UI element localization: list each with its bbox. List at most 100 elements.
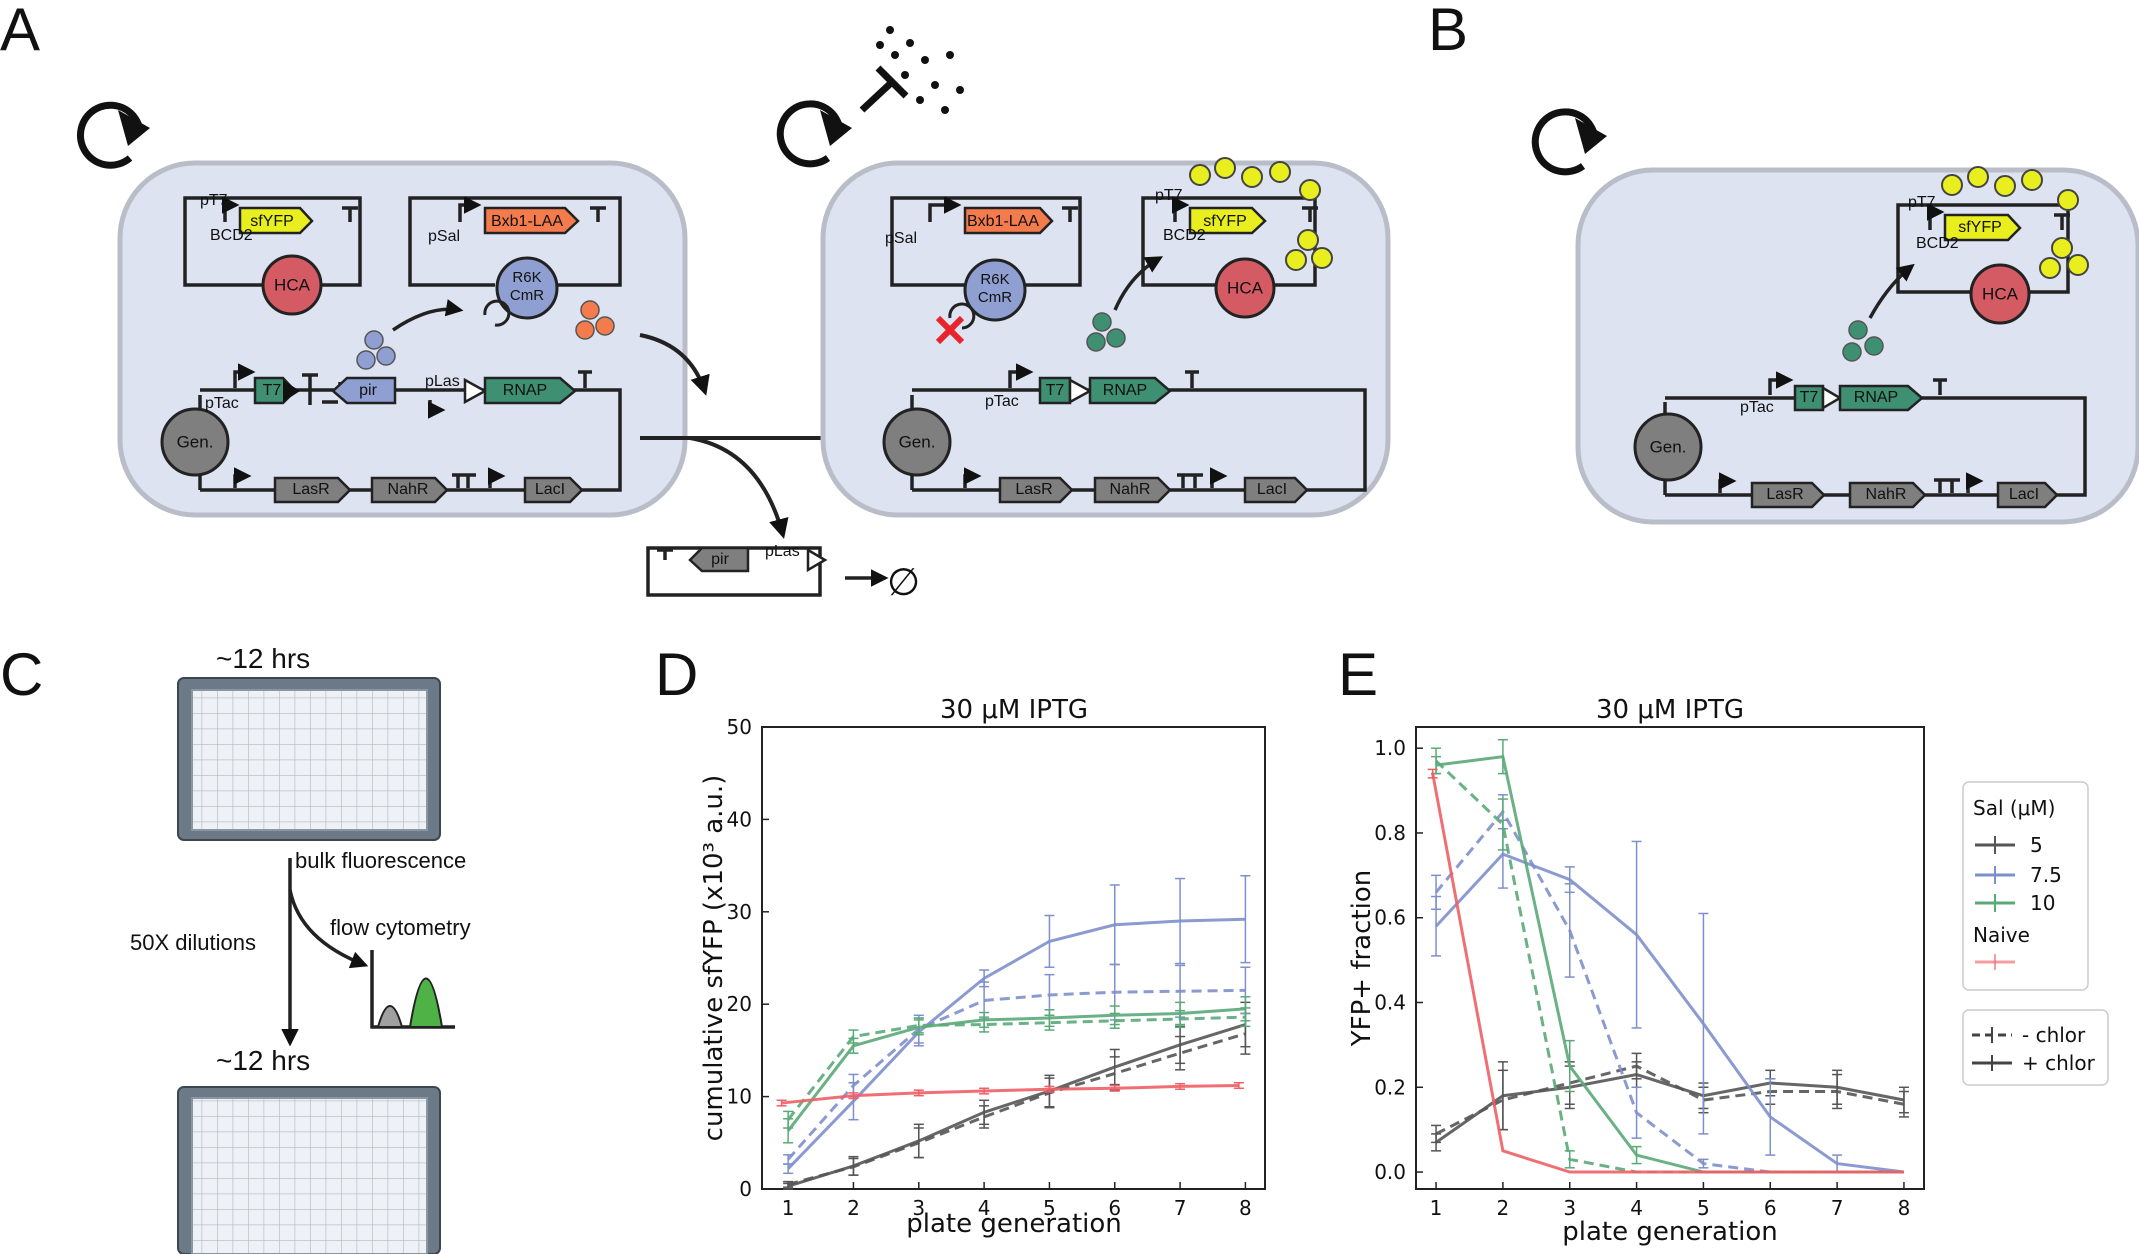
r6k-label: R6K bbox=[512, 269, 541, 286]
chart-e-ytick-label: 0.4 bbox=[1374, 991, 1406, 1015]
plas-label: pLas bbox=[425, 373, 460, 390]
laci-gene-label: LacI bbox=[535, 481, 565, 498]
legend-chlor: - chlor + chlor bbox=[1962, 1009, 2109, 1086]
chart-d-xtick-label: 6 bbox=[1108, 1196, 1121, 1220]
chart-d-xtick-label: 4 bbox=[978, 1196, 991, 1220]
chart-d-series-2-line bbox=[787, 917, 1246, 1170]
yfp-molecules-b bbox=[1941, 166, 2089, 279]
chart-e-xtick-label: 4 bbox=[1630, 1196, 1643, 1220]
yfp-molecules bbox=[1189, 157, 1333, 271]
chart-e-ytick-label: 0.0 bbox=[1374, 1160, 1406, 1184]
nahr-gene-label-2: NahR bbox=[1110, 481, 1151, 498]
chart-d-series-1-line bbox=[787, 1032, 1246, 1186]
chart-d-xtick-label: 1 bbox=[782, 1196, 795, 1220]
chart-d-xtick-label: 2 bbox=[847, 1196, 860, 1220]
chart-e-xtick-label: 2 bbox=[1497, 1196, 1510, 1220]
chart-d-ytick-label: 50 bbox=[727, 715, 752, 739]
legend-naive-title: Naive bbox=[1973, 923, 2030, 947]
chart-d-series-6-line bbox=[781, 1084, 1239, 1105]
chart-d-xtick-label: 7 bbox=[1174, 1196, 1187, 1220]
chart-e-ytick-label: 0.8 bbox=[1374, 821, 1406, 845]
rnap-gene-label: RNAP bbox=[503, 382, 547, 399]
panel-letter-c: C bbox=[0, 641, 43, 708]
chloramphenicol-dots bbox=[876, 26, 964, 114]
legend-sal-item-5: 5 bbox=[2030, 833, 2043, 857]
bxb1-gene-label: Bxb1-LAA bbox=[491, 213, 563, 230]
arrow-a-orange bbox=[639, 333, 710, 396]
lasr-gene-label-3: LasR bbox=[1766, 486, 1803, 503]
chart-d-series-3-line bbox=[787, 988, 1246, 1161]
legend-minus-chlor: - chlor bbox=[2022, 1023, 2086, 1047]
pt7-label-3: pT7 bbox=[1908, 194, 1936, 211]
chart-e-xtick-label: 8 bbox=[1898, 1196, 1911, 1220]
t7-gene-label-3: T7 bbox=[1800, 389, 1819, 406]
ptac-label-2: pTac bbox=[985, 393, 1019, 410]
panel-letter-b: B bbox=[1428, 0, 1468, 63]
ptac-label: pTac bbox=[205, 395, 239, 412]
bcd2-label-3: BCD2 bbox=[1916, 235, 1959, 252]
excised-plasmid: pir pLas ∅ bbox=[646, 543, 920, 604]
legend-sal: Sal (μM) 5 7.5 10 Naive bbox=[1962, 781, 2089, 991]
panel-a-cell-2: R6K CmR Bxb1-LAA pSal HCA sfYFP pT7 BCD2… bbox=[776, 26, 1391, 518]
null-symbol: ∅ bbox=[887, 562, 920, 604]
chart-e-xtick-label: 6 bbox=[1764, 1196, 1777, 1220]
pt7-label-2: pT7 bbox=[1155, 187, 1183, 204]
gen-label: Gen. bbox=[177, 432, 214, 451]
nahr-gene-label-3: NahR bbox=[1866, 486, 1907, 503]
chart-e-xtick-label: 1 bbox=[1430, 1196, 1443, 1220]
cmr-label: CmR bbox=[510, 287, 544, 304]
chart-e-frame bbox=[1415, 726, 1925, 1190]
cycle-arrow-icon-3 bbox=[1531, 108, 1599, 176]
laci-gene-label-3: LacI bbox=[2009, 486, 2039, 503]
chart-e-series-2-line bbox=[1434, 852, 1905, 1174]
legend-plus-chlor: + chlor bbox=[2022, 1051, 2096, 1075]
chart-d-ytick-label: 10 bbox=[727, 1085, 752, 1109]
bcd2-label: BCD2 bbox=[210, 227, 253, 244]
chart-d-series-5-line bbox=[786, 1015, 1246, 1121]
chart-d-ytick-label: 30 bbox=[727, 900, 752, 924]
psal-label-2: pSal bbox=[885, 230, 917, 247]
panel-a-cell-1: HCA sfYFP pT7 BCD2 R6K CmR Bxb1-LAA pSal… bbox=[76, 101, 688, 518]
chart-d-xtick-label: 8 bbox=[1239, 1196, 1252, 1220]
lasr-gene-label: LasR bbox=[292, 481, 329, 498]
cmr-label-2: CmR bbox=[978, 289, 1012, 306]
rnap-gene-label-3: RNAP bbox=[1854, 389, 1898, 406]
time-top-label: ~12 hrs bbox=[216, 643, 310, 674]
psal-label: pSal bbox=[428, 228, 460, 245]
chart-e-xlabel: plate generation bbox=[1562, 1217, 1778, 1247]
nahr-gene-label: NahR bbox=[388, 481, 429, 498]
chart-e-xtick-label: 7 bbox=[1831, 1196, 1844, 1220]
chart-d-ytick-label: 0 bbox=[739, 1177, 752, 1201]
panel-letter-a: A bbox=[0, 0, 40, 63]
legend-sal-item-7-5: 7.5 bbox=[2030, 863, 2062, 887]
t7-gene-label-2: T7 bbox=[1046, 382, 1065, 399]
chart-e-ytick-label: 0.2 bbox=[1374, 1075, 1406, 1099]
rnap-gene-label-2: RNAP bbox=[1103, 382, 1147, 399]
chart-e-ylabel: YFP+ fraction bbox=[1347, 870, 1377, 1047]
pir-excised-label: pir bbox=[711, 551, 729, 568]
chart-e-series-6-line bbox=[1431, 773, 1904, 1174]
gen-label-3: Gen. bbox=[1650, 437, 1687, 456]
chart-d-series-0-line bbox=[787, 1023, 1246, 1188]
lasr-gene-label-2: LasR bbox=[1015, 481, 1052, 498]
chart-d-ytick-label: 40 bbox=[727, 807, 752, 831]
cycle-arrow-icon bbox=[76, 101, 144, 169]
sfyfp-gene-label-3: sfYFP bbox=[1958, 219, 2002, 236]
legend-sal-title: Sal (μM) bbox=[1973, 796, 2055, 820]
bulk-fluorescence-label: bulk fluorescence bbox=[295, 848, 466, 873]
chart-d-ylabel: cumulative sfYFP (x10³ a.u.) bbox=[699, 775, 729, 1142]
panel-letter-d: D bbox=[655, 641, 698, 708]
chart-d-title: 30 μM IPTG bbox=[940, 695, 1088, 725]
chart-e-xtick-label: 5 bbox=[1697, 1196, 1710, 1220]
panel-letter-e: E bbox=[1338, 641, 1378, 708]
chart-e-xtick-label: 3 bbox=[1563, 1196, 1576, 1220]
bxb1-gene-label-2: Bxb1-LAA bbox=[967, 213, 1039, 230]
chart-d-xtick-label: 3 bbox=[912, 1196, 925, 1220]
panel-c: ~12 hrs bulk fluorescence flow cytometry… bbox=[130, 643, 471, 1254]
sfyfp-gene-label-2: sfYFP bbox=[1203, 213, 1247, 230]
panel-b-cell: HCA sfYFP pT7 BCD2 Gen. pTac T7 RNAP Las… bbox=[1531, 108, 2139, 525]
flow-cytometry-label: flow cytometry bbox=[330, 915, 471, 940]
pir-gene-label: pir bbox=[359, 382, 377, 399]
